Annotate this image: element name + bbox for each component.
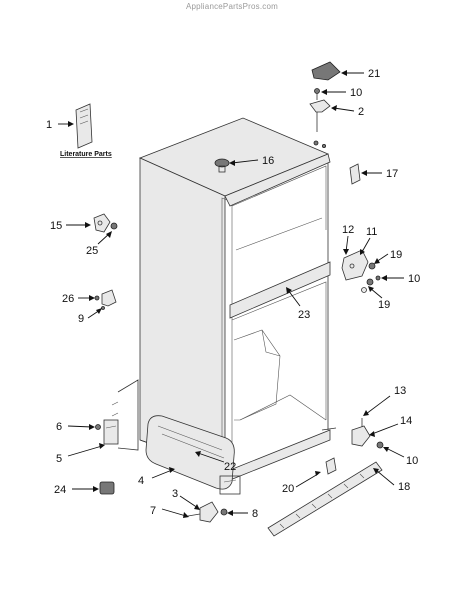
callout-labels: 1 Literature Parts 21 10 2 16 17 15 25 1… bbox=[46, 68, 420, 520]
callout-5: 5 bbox=[56, 453, 62, 465]
callout-23: 23 bbox=[298, 309, 310, 321]
bracket-part-5 bbox=[95, 419, 119, 445]
callout-11: 11 bbox=[366, 226, 377, 238]
callout-24: 24 bbox=[54, 484, 66, 496]
grille-part-18 bbox=[267, 457, 383, 537]
callout-2: 2 bbox=[358, 106, 364, 118]
callout-3: 3 bbox=[172, 488, 178, 500]
top-hinge-part-2 bbox=[309, 88, 331, 148]
callout-9: 9 bbox=[78, 313, 84, 325]
callout-14: 14 bbox=[400, 415, 412, 427]
cabinet-body bbox=[111, 117, 331, 481]
leader-lines bbox=[58, 70, 405, 518]
callout-22: 22 bbox=[224, 461, 236, 473]
callout-7: 7 bbox=[150, 505, 156, 517]
callout-15: 15 bbox=[50, 220, 62, 232]
callout-26: 26 bbox=[62, 293, 74, 305]
callout-21: 21 bbox=[368, 68, 380, 80]
lower-right-hinge-part-14 bbox=[321, 418, 384, 449]
bottom-hinge-part-3 bbox=[187, 501, 228, 523]
callout-4: 4 bbox=[138, 475, 144, 487]
callout-25: 25 bbox=[86, 245, 98, 257]
literature-parts-label: Literature Parts bbox=[60, 151, 112, 158]
callout-12: 12 bbox=[342, 224, 354, 236]
pan-part-22 bbox=[145, 415, 241, 495]
callout-18: 18 bbox=[398, 481, 410, 493]
center-hinge-part-11 bbox=[341, 249, 381, 293]
hinge-cover-part-21 bbox=[311, 61, 341, 81]
callout-16: 16 bbox=[262, 155, 274, 167]
callout-6: 6 bbox=[56, 421, 62, 433]
callout-8: 8 bbox=[252, 508, 258, 520]
callout-20: 20 bbox=[282, 483, 294, 495]
divider-part-23 bbox=[229, 261, 331, 319]
callout-10-mid: 10 bbox=[408, 273, 420, 285]
callout-10-top: 10 bbox=[350, 87, 362, 99]
block-part-24 bbox=[99, 481, 115, 495]
callout-13: 13 bbox=[394, 385, 406, 397]
bracket-part-17 bbox=[349, 163, 361, 185]
watermark: AppliancePartsPros.com bbox=[186, 2, 278, 11]
callout-1: 1 bbox=[46, 119, 52, 131]
hinge-part-9 bbox=[94, 289, 117, 310]
callout-10-lower: 10 bbox=[406, 455, 418, 467]
callout-17: 17 bbox=[386, 168, 398, 180]
literature-booklet-part-1 bbox=[75, 103, 93, 149]
callout-19-upper: 19 bbox=[390, 249, 402, 261]
callout-19-lower: 19 bbox=[378, 299, 390, 311]
hinge-part-15 bbox=[93, 213, 118, 233]
